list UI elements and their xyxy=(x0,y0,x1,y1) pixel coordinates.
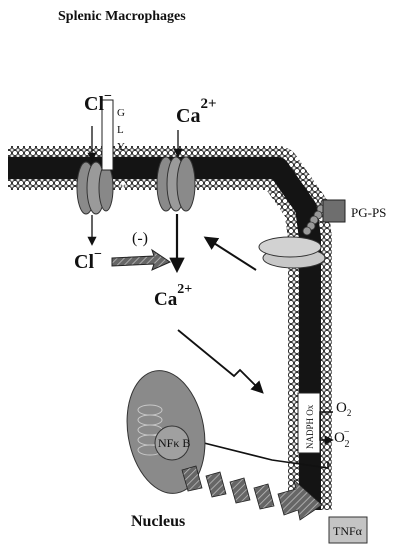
diagram-title: Splenic Macrophages xyxy=(58,9,186,24)
nfkb-label: NFκ B xyxy=(158,436,190,450)
inhibition-arrow xyxy=(111,248,172,271)
pgps-ligand-square xyxy=(322,199,346,223)
gly-letter-g: G xyxy=(117,107,125,119)
calcium-mid-label: Ca2+ xyxy=(154,282,192,310)
glycine-bar xyxy=(101,99,114,171)
nucleus-label: Nucleus xyxy=(131,513,185,530)
tnf-output-arrow xyxy=(181,465,323,521)
calcium-to-nadph-arrow xyxy=(177,329,264,394)
tnf-alpha-label: TNFα xyxy=(333,524,363,538)
gly-letter-y: Y xyxy=(117,141,125,153)
nadph-label: NADPH Ox xyxy=(305,404,315,449)
pgps-receptor xyxy=(258,198,346,269)
inhibition-label: (-) xyxy=(132,230,148,247)
receptor-signal-arrow xyxy=(203,236,257,271)
nfkb-complex xyxy=(154,425,190,461)
superoxide-label: O−2 xyxy=(334,427,350,450)
superoxide-to-nfkb-arrow xyxy=(189,436,329,469)
calcium-channel xyxy=(156,156,196,212)
gly-letter-l: L xyxy=(117,124,124,136)
chloride-top-label: Cl− xyxy=(84,89,112,115)
pgps-label: PG-PS xyxy=(351,205,386,220)
chloride-bottom-label: Cl− xyxy=(74,247,102,273)
tnf-alpha-box xyxy=(328,516,368,544)
calcium-top-label: Ca2+ xyxy=(176,96,217,127)
chloride-channel xyxy=(76,161,114,215)
oxygen-label: O2 xyxy=(336,400,351,418)
plus-marks xyxy=(120,181,126,203)
